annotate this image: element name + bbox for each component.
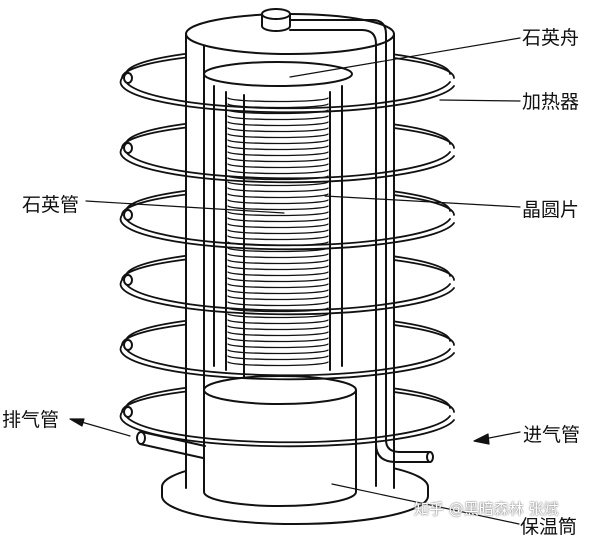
wafer-slice <box>227 253 329 259</box>
wafer-slice <box>227 151 329 157</box>
wafer-slice <box>227 325 329 331</box>
label-exhaust-pipe: 排气管 <box>2 409 60 431</box>
coil-turn-edge <box>123 406 133 418</box>
wafer-slice <box>227 277 329 283</box>
wafer-slice <box>227 193 329 199</box>
wafer-slice <box>227 313 329 319</box>
coil-turn-edge <box>123 142 133 154</box>
wafer-slice <box>227 127 329 133</box>
wafer-slice <box>227 349 329 355</box>
coil-turn-front <box>119 279 455 316</box>
wafer-slice <box>227 217 329 223</box>
heater-coil-front <box>119 72 455 448</box>
wafer-slice <box>227 271 329 277</box>
wafer-slice <box>227 343 329 349</box>
wafer-slice <box>227 169 329 175</box>
leader-lines <box>85 37 521 525</box>
wafer-slice <box>227 115 329 121</box>
coil-turn-front <box>123 143 451 180</box>
wafer-slice <box>227 265 329 271</box>
wafer-slice <box>227 199 329 205</box>
wafer-slice <box>227 289 329 295</box>
coil-turn-edge <box>123 72 133 84</box>
coil-turn-edge <box>123 274 133 286</box>
coil-turn-front <box>119 344 455 381</box>
coil-turn-front <box>119 411 455 448</box>
coil-turn-front <box>119 77 455 114</box>
label-quartz-boat: 石英舟 <box>522 27 580 49</box>
wafer-slice <box>227 361 329 367</box>
coil-turn-edge <box>123 339 133 351</box>
wafer-slice <box>227 331 329 337</box>
wafer-slice <box>227 235 329 241</box>
exhaust-arrow <box>69 418 131 437</box>
label-quartz-tube: 石英管 <box>22 194 80 216</box>
wafer-slice <box>227 187 329 193</box>
wafer-slice <box>227 355 329 361</box>
quartz-boat <box>203 61 353 386</box>
wafer-slice <box>227 157 329 163</box>
wafer-slice <box>227 139 329 145</box>
coil-turn-front <box>119 147 455 184</box>
wafer-slice <box>227 337 329 343</box>
coil-turn-front <box>123 407 451 444</box>
coil-turn-edge <box>123 209 133 221</box>
wafer-stack <box>227 97 329 367</box>
label-insulation-cylinder: 保温筒 <box>520 516 578 538</box>
wafer-slice <box>227 121 329 127</box>
watermark: 知乎 @黑暗森林 张斌 <box>414 500 559 518</box>
wafer-slice <box>227 145 329 151</box>
wafer-slice <box>227 259 329 265</box>
insulation-cylinder <box>203 375 357 507</box>
coil-turn-front <box>123 73 451 110</box>
wafer-slice <box>227 229 329 235</box>
coil-turn-front <box>123 275 451 312</box>
wafer-slice <box>227 133 329 139</box>
wafer-slice <box>227 205 329 211</box>
label-wafer: 晶圆片 <box>522 199 580 221</box>
top-port <box>261 8 291 32</box>
wafer-slice <box>227 181 329 187</box>
label-inlet-pipe: 进气管 <box>523 424 581 446</box>
coil-turn-front <box>119 214 455 251</box>
wafer-slice <box>227 211 329 217</box>
wafer-slice <box>227 295 329 301</box>
wafer-slice <box>227 223 329 229</box>
wafer-slice <box>227 97 329 103</box>
wafer-slice <box>227 319 329 325</box>
wafer-slice <box>227 163 329 169</box>
wafer-slice <box>227 283 329 289</box>
coil-turn-front <box>123 210 451 247</box>
label-heater: 加热器 <box>522 91 580 113</box>
wafer-slice <box>227 301 329 307</box>
coil-turn-front <box>123 340 451 377</box>
inlet-arrow <box>473 431 521 445</box>
